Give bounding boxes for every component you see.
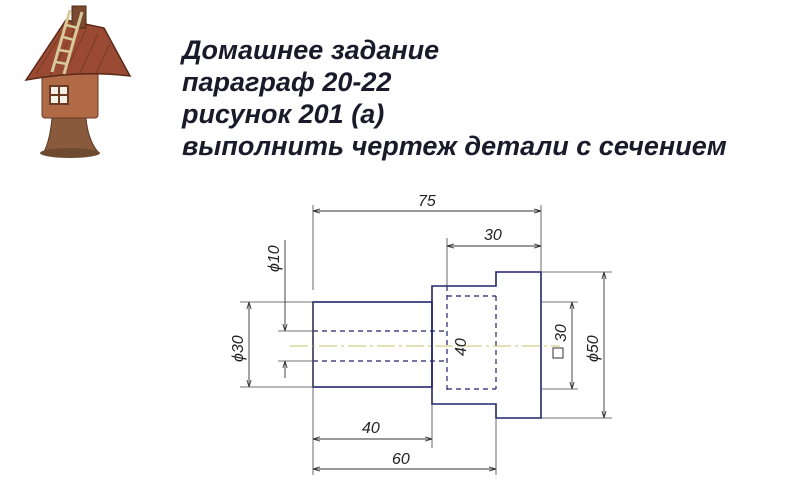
part-outline — [312, 271, 542, 419]
square-symbol — [552, 347, 564, 359]
heading-line-4: выполнить чертеж детали с сечением — [182, 131, 727, 161]
dim-label-phi50: ϕ50 — [585, 335, 602, 362]
dim-label-hidden-40: 40 — [453, 338, 470, 356]
dim-label-40: 40 — [362, 420, 380, 437]
heading: Домашнее задание параграф 20-22 рисунок … — [182, 34, 727, 162]
dim-label-60: 60 — [392, 451, 410, 468]
hidden-lines — [313, 286, 497, 390]
dim-label-square30: 30 — [553, 324, 570, 342]
dim-label-phi30: ϕ30 — [230, 335, 247, 362]
heading-line-2: параграф 20-22 — [182, 67, 392, 97]
heading-line-1: Домашнее задание — [182, 35, 440, 65]
dimension-lines — [249, 211, 604, 469]
dim-label-75: 75 — [418, 193, 436, 210]
dim-label-phi10: ϕ10 — [266, 245, 283, 272]
heading-line-3: рисунок 201 (а) — [182, 99, 385, 129]
dim-label-30: 30 — [484, 227, 502, 244]
